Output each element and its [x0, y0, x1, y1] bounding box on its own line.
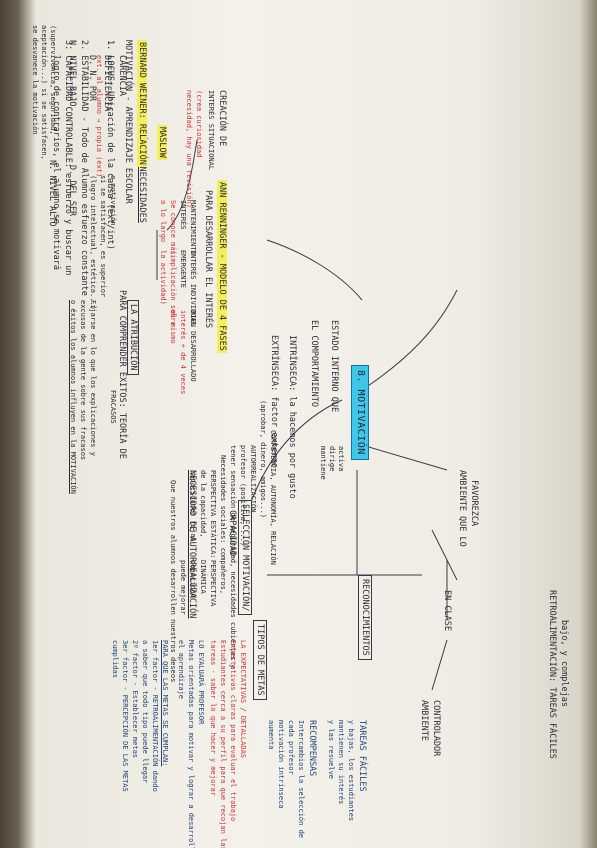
atribucion-title: PARA COMPRENDER ÉXITOS: TEORÍA DE: [117, 290, 127, 459]
seleccion-p2: capacidad: [189, 560, 197, 598]
definition-extrinseca-example: (aprobar, dinero, amigos...): [259, 400, 267, 519]
weiner-l3b: logro de contrarios, el alumno se motiva…: [51, 55, 61, 270]
maslow-name: MASLOW: [156, 125, 167, 160]
definition-activa: activa: [337, 446, 345, 472]
atribucion-fracasos: FRACASOS: [109, 390, 117, 424]
seleccion-p1: de la capacidad,: [199, 470, 207, 538]
center-topic: 8. MOTIVACIÓN: [351, 365, 369, 460]
autorealiz-line: COMPETENCIA, AUTONOMÍA, RELACIÓN: [269, 430, 277, 565]
renninger-c3: la actividad): [159, 250, 167, 305]
metas-line: cumplidas: [111, 640, 119, 678]
metas-line: tareas - saber lo que hacer y mejorar: [209, 640, 217, 796]
reconocimientos-g2: Intercambios la selección de: [297, 720, 305, 839]
metas-title: TIPOS DE METAS: [252, 620, 267, 700]
metas-line: Expectativas claras para evaluar el trab…: [229, 640, 237, 822]
definition-intrinseca: INTRÍNSECA: la hacemos por gusto: [287, 335, 297, 499]
metas-line: Metas orientadas para motivar y lograr a…: [187, 640, 195, 848]
metas-line: PARA QUE LAS METAS SE CUMPLAN:: [161, 640, 169, 767]
atribucion-line: excusas de la gente sobre sus fracasos: [79, 300, 87, 461]
seleccion-p1: capacidades fijas: [189, 470, 197, 542]
seleccion-p1: PERSPECTIVA ESTÁTICA:: [209, 470, 217, 559]
maslow-item: aceptación...) si se satisfacen,: [40, 25, 48, 160]
renninger-c4: interés + de 4 veces: [179, 310, 187, 395]
line-to-maslow: [361, 289, 458, 391]
line-to-renninger: [266, 239, 363, 301]
line-clase-b: [431, 639, 448, 691]
ambiente-a2: FAVOREZCA: [469, 480, 479, 527]
metas-line: el aprendizaje: [177, 640, 185, 700]
renninger-c1: (crea curiosidad: [195, 90, 203, 158]
weiner-l1b: ext. al alumno → propia (ext): [95, 55, 103, 178]
autorealiz-line: Necesidades sociales: compañeros,: [219, 455, 227, 595]
renninger-c2: a lo largo: [159, 200, 167, 243]
seleccion-title: SELECCIÓN MOTIVACIÓN/: [237, 500, 252, 616]
reconocimientos-g1: mantienen su interés: [337, 720, 345, 805]
metas-line: LA EXPECTATIVAS / DETALLADAS: [239, 640, 247, 759]
renninger-c2: INTERÉS: [179, 200, 187, 230]
seleccion-title2: CAPACIDAD: [227, 510, 237, 557]
autorealiz-line: tener sensación de seguridad, necesidade…: [229, 445, 237, 669]
weiner-title2: MOTIVACIÓN - APRENDIZAJE ESCOLAR: [123, 40, 133, 204]
maslow-item: se desvanece la motivación: [31, 25, 39, 135]
maslow-item: (logro intelectual, estética...): [89, 175, 97, 310]
renninger-c2: MANTENIMIENTO: [189, 200, 197, 255]
retroalim-sub: bajo, y complejas: [559, 620, 569, 707]
ambiente-clase: EN CLASE: [442, 590, 452, 631]
line-to-weiner: [166, 139, 198, 231]
metas-line: 1er factor - RETROALIMENTACIÓN dando: [151, 640, 159, 792]
reconocimientos-g1: y bajas, los estudiantes: [347, 720, 355, 822]
weiner-l1: 1. LOCUS: Ubicación de la causa (ext/int…: [105, 40, 115, 250]
metas-line: 2º factor - Establecer metas: [131, 640, 139, 759]
ambiente-b: AMBIENTE: [419, 700, 429, 741]
reconocimientos-g2: RECOMPENSAS: [307, 720, 317, 777]
reconocimientos-g2: motivación intrínseca: [277, 720, 285, 809]
definition-mantiene: mantiene: [319, 446, 327, 480]
definition-line2: EL COMPORTAMIENTO: [309, 320, 319, 407]
definition-line1: ESTADO INTERNO QUE: [329, 320, 339, 413]
renninger-c3: EMERGENTE: [179, 250, 187, 288]
renninger-c4: BIEN DESARROLLADO: [189, 310, 197, 382]
atribucion-line: Fijarse en lo que los explicaciones y: [89, 300, 97, 456]
renninger-c1: INTERÉS SITUACIONAL: [207, 90, 215, 171]
reconocimientos-g1: TAREAS FÁCILES: [357, 720, 367, 792]
line-to-seleccion: [251, 399, 343, 501]
atribucion-line: o éxitos los alumnos influyen en la MOTI…: [69, 300, 77, 494]
weiner-l3: 3. CAPACIDAD CONTROLABLE: esfuerzo y bus…: [63, 40, 73, 276]
renninger-c1: CREACIÓN DE: [217, 90, 227, 147]
renninger-c4: el mismo: [169, 310, 177, 344]
weiner-title: BERNARD WEINER: RELACIÓN: [136, 40, 147, 167]
ambiente-a: AMBIENTE QUE LO: [457, 470, 467, 547]
reconocimientos-g1: y las resuelve: [327, 720, 335, 780]
definition-dirige: dirige: [328, 446, 336, 472]
renninger-c2: Se conoce más: [169, 200, 177, 255]
seleccion-p2: DINÁMICA: [199, 560, 207, 594]
retroalim-title: RETROALIMENTACIÓN: TAREAS FÁCILES: [547, 590, 557, 759]
renninger-title: ANN RENNINGER - MODELO DE 4 FASES: [216, 180, 227, 353]
reconocimientos-g2: cada profesor: [287, 720, 295, 775]
seleccion-p2: puede mejorar: [179, 560, 187, 615]
metas-line: 3er factor - PERCEPCIÓN DE LAS METAS: [121, 640, 129, 792]
line-to-autorealiz: [361, 444, 448, 471]
metas-line: a saber que todo tipo puede llegar: [141, 640, 149, 784]
weiner-l2: 2. ESTABILIDAD - Todo de Alumno esfuerzo…: [79, 40, 89, 296]
seleccion-p2: PERSPECTIVA: [209, 560, 217, 607]
ambiente-b2: CONTROLADOR: [431, 700, 441, 757]
metas-line: Estudiantes cerca a su perfil para que r…: [219, 640, 227, 848]
reconocimientos-title: RECONOCIMIENTOS: [357, 575, 372, 660]
metas-line: LO EVALUARÁ PROFESOR: [197, 640, 205, 725]
renninger-title2: PARA DESARROLLAR EL INTERÉS: [203, 190, 213, 329]
line-clase-a: [431, 529, 458, 581]
atribucion-title2: LA ATRIBUCIÓN: [126, 300, 139, 375]
reconocimientos-g2: aumenta: [267, 720, 275, 750]
renninger-c1: necesidad, hay una revisión): [185, 90, 193, 209]
